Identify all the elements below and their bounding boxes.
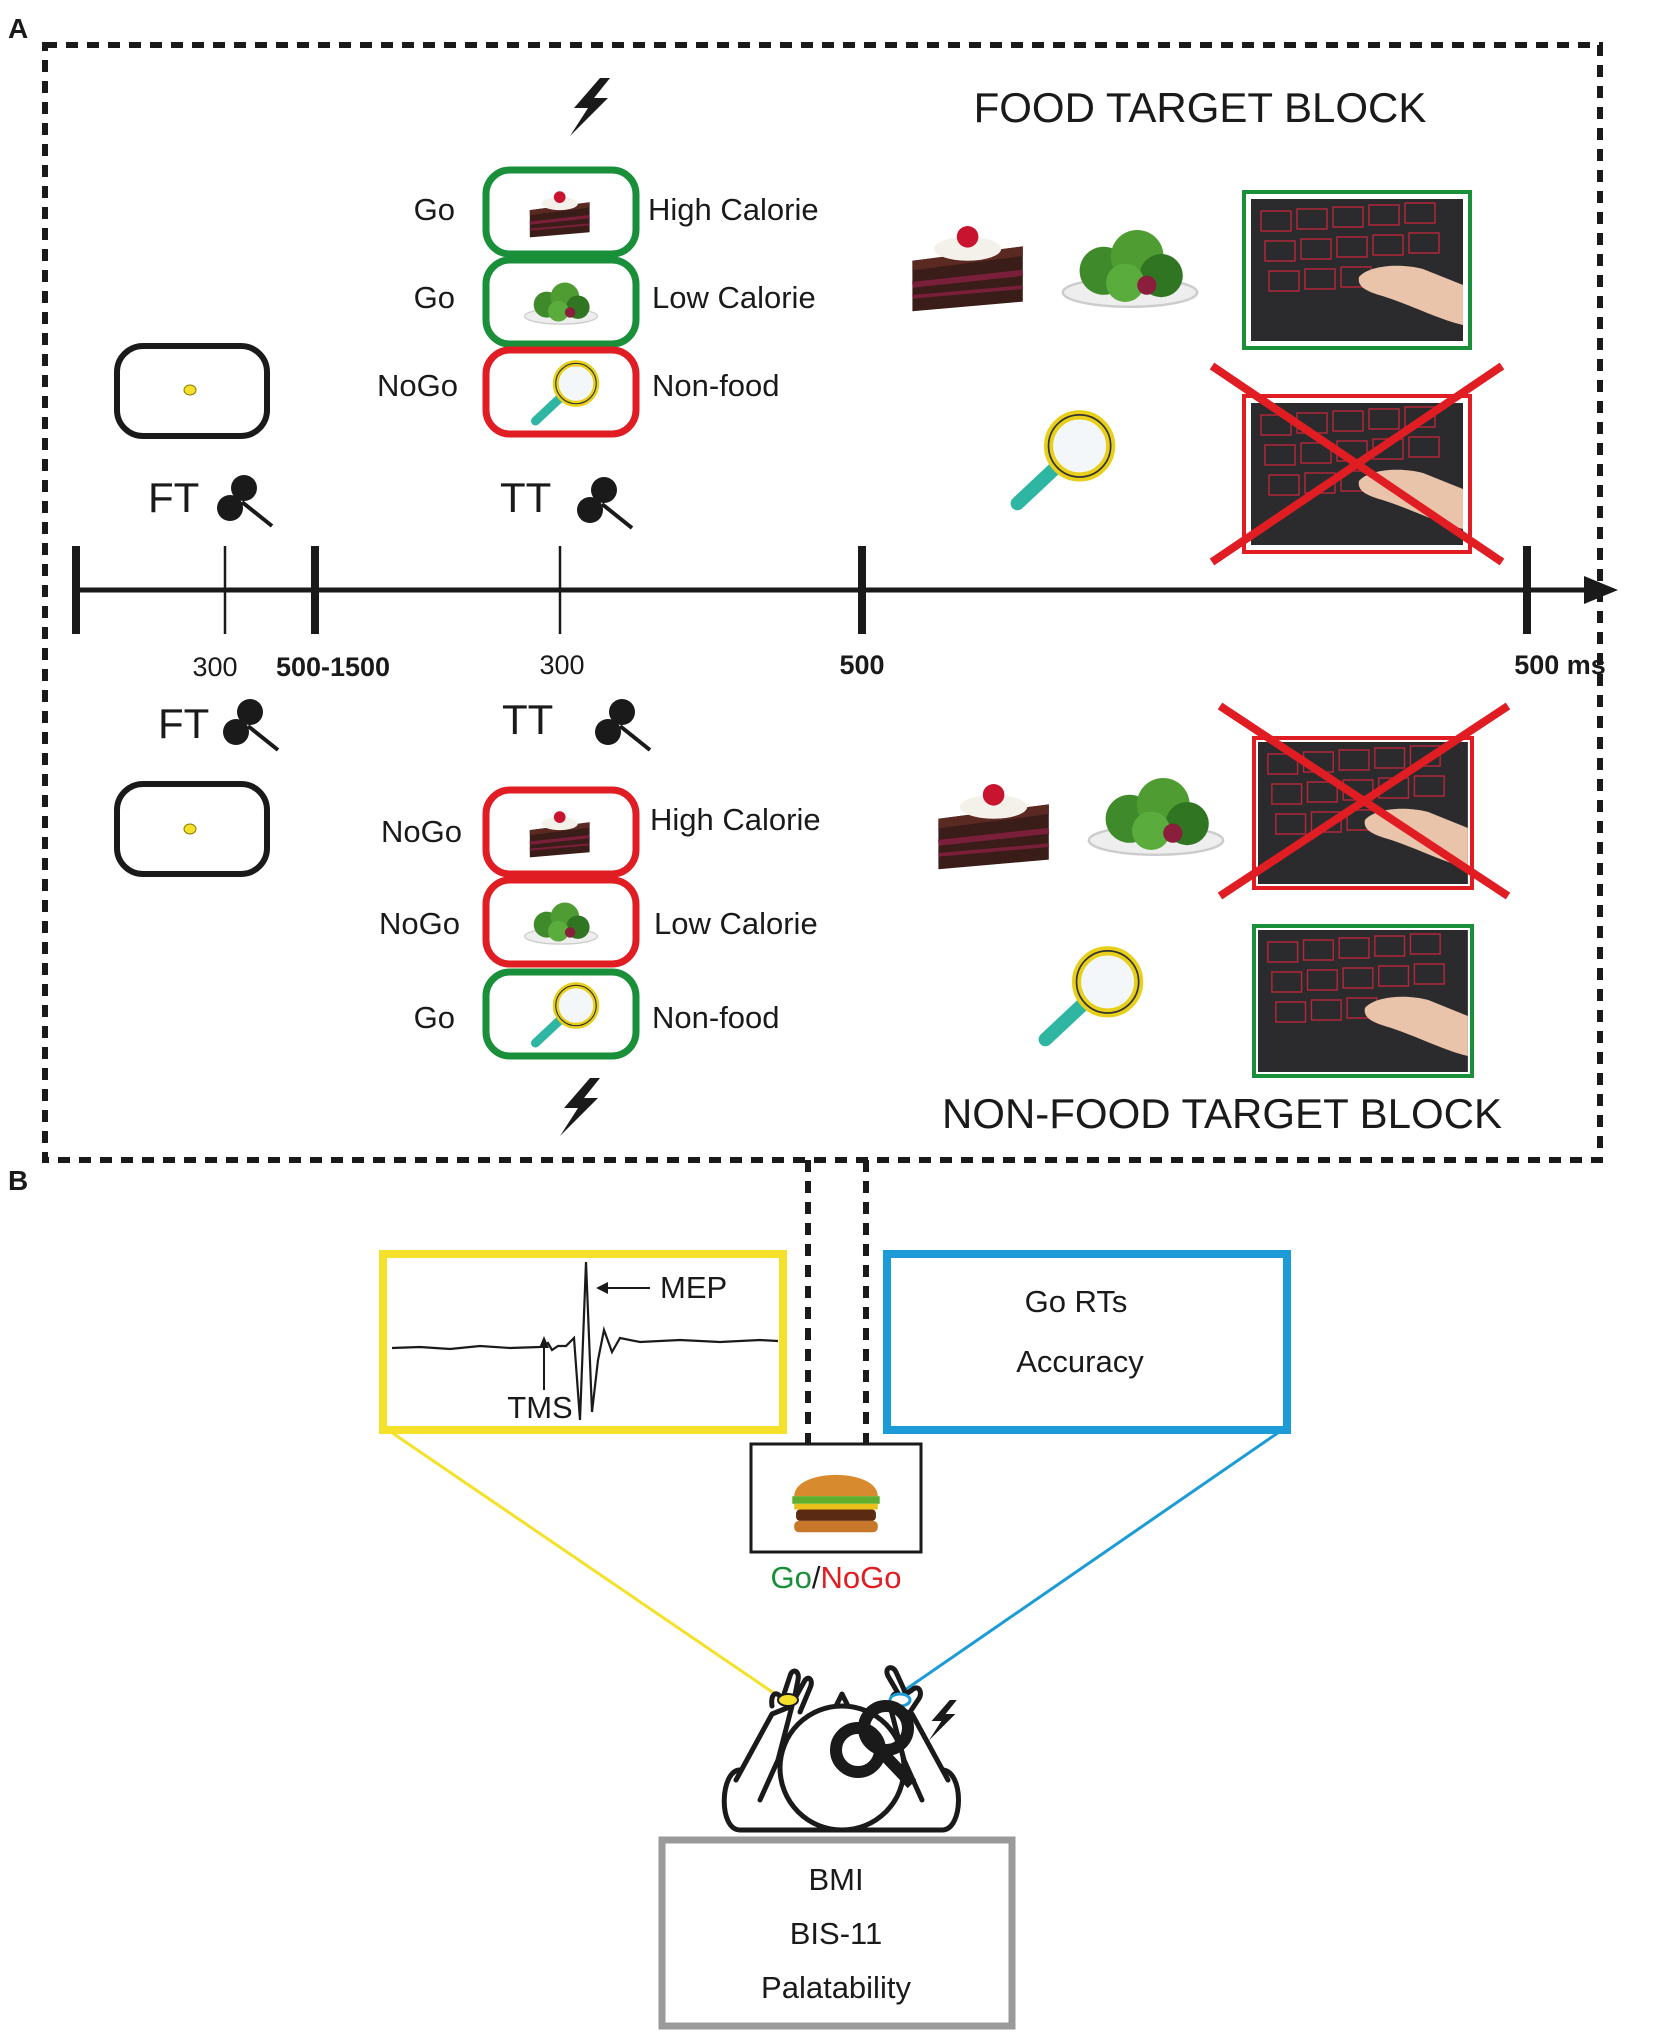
cake-icon <box>912 226 1022 311</box>
food-row-2-category: Low Calorie <box>652 280 816 315</box>
stimulus-box <box>749 1442 923 1554</box>
time-label-500-1500: 500-1500 <box>276 652 390 682</box>
salad-icon <box>1087 776 1225 856</box>
fixation-frame-bottom <box>114 781 270 877</box>
keyboard-press-icon <box>1217 702 1511 900</box>
panel-label-b: B <box>8 1165 28 1196</box>
nonfood-row-1-response: NoGo <box>381 814 462 849</box>
lightning-bolt-icon <box>560 1078 600 1136</box>
fixation-frame-top <box>114 343 270 439</box>
slash: / <box>812 1560 821 1595</box>
nonfood-row-2-category: Low Calorie <box>654 906 818 941</box>
keyboard-press-icon <box>1252 924 1474 1078</box>
keyboard-press-icon <box>1209 362 1505 566</box>
lightning-bolt-icon <box>570 78 610 136</box>
food-block-stimuli <box>482 166 640 438</box>
go-word: Go <box>771 1560 812 1595</box>
emg-trace <box>391 1261 779 1421</box>
nonfood-row-3-category: Non-food <box>652 1000 780 1035</box>
nonfood-block-stimuli <box>482 786 640 1060</box>
measures-box <box>658 1836 1016 2030</box>
keyboard-press-icon <box>1242 190 1472 350</box>
nonfood-row-3-response: Go <box>414 1000 455 1035</box>
food-row-3-response: NoGo <box>377 368 458 403</box>
palatability-label: Palatability <box>761 1970 911 2005</box>
blue-leader-line <box>901 1428 1283 1694</box>
panel-label-a: A <box>8 13 28 44</box>
food-row-1-category: High Calorie <box>648 192 819 227</box>
accuracy-label: Accuracy <box>1016 1344 1144 1379</box>
bis-11-label: BIS-11 <box>790 1916 882 1951</box>
lightning-bolt-icon <box>928 1700 957 1741</box>
time-label-300-target: 300 <box>539 650 584 680</box>
nonfood-target-block-title: NON-FOOD TARGET BLOCK <box>942 1090 1502 1137</box>
tt-label-top: TT <box>500 474 551 521</box>
nonfood-row-2-response: NoGo <box>379 906 460 941</box>
mep-box <box>379 1250 787 1434</box>
go-nogo-label: Go/NoGo <box>771 1560 902 1595</box>
behaviour-box <box>883 1250 1291 1434</box>
nonfood-row-1-category: High Calorie <box>650 802 821 837</box>
tms-coil-on-head <box>830 1700 917 1789</box>
mep-label: MEP <box>660 1270 727 1305</box>
go-rts-label: Go RTs <box>1025 1284 1128 1319</box>
yellow-leader-line <box>387 1428 785 1702</box>
magnifier-icon <box>1018 415 1111 504</box>
tms-coil-icon <box>593 697 652 752</box>
food-target-block-title: FOOD TARGET BLOCK <box>974 84 1427 131</box>
panel-a-frame <box>42 42 1603 1163</box>
timeline-axis <box>72 546 1618 634</box>
tms-coil-icon <box>575 475 634 530</box>
food-row-2-response: Go <box>414 280 455 315</box>
salad-icon <box>1061 228 1199 308</box>
tms-label: TMS <box>507 1390 572 1425</box>
cake-icon <box>938 784 1048 869</box>
ft-label-top: FT <box>148 474 199 521</box>
tms-coil-icon <box>221 697 280 752</box>
time-label-300-fixation: 300 <box>192 652 237 682</box>
time-label-500: 500 <box>839 650 884 680</box>
food-row-3-category: Non-food <box>652 368 780 403</box>
bmi-label: BMI <box>808 1862 863 1897</box>
food-row-1-response: Go <box>414 192 455 227</box>
ft-label-bottom: FT <box>158 700 209 747</box>
tms-coil-icon <box>215 473 274 528</box>
tt-label-bottom: TT <box>502 696 553 743</box>
nogo-word: NoGo <box>821 1560 902 1595</box>
magnifier-icon <box>1046 951 1139 1040</box>
burger-icon <box>792 1474 880 1533</box>
time-label-500-ms: 500 ms <box>1514 650 1606 680</box>
